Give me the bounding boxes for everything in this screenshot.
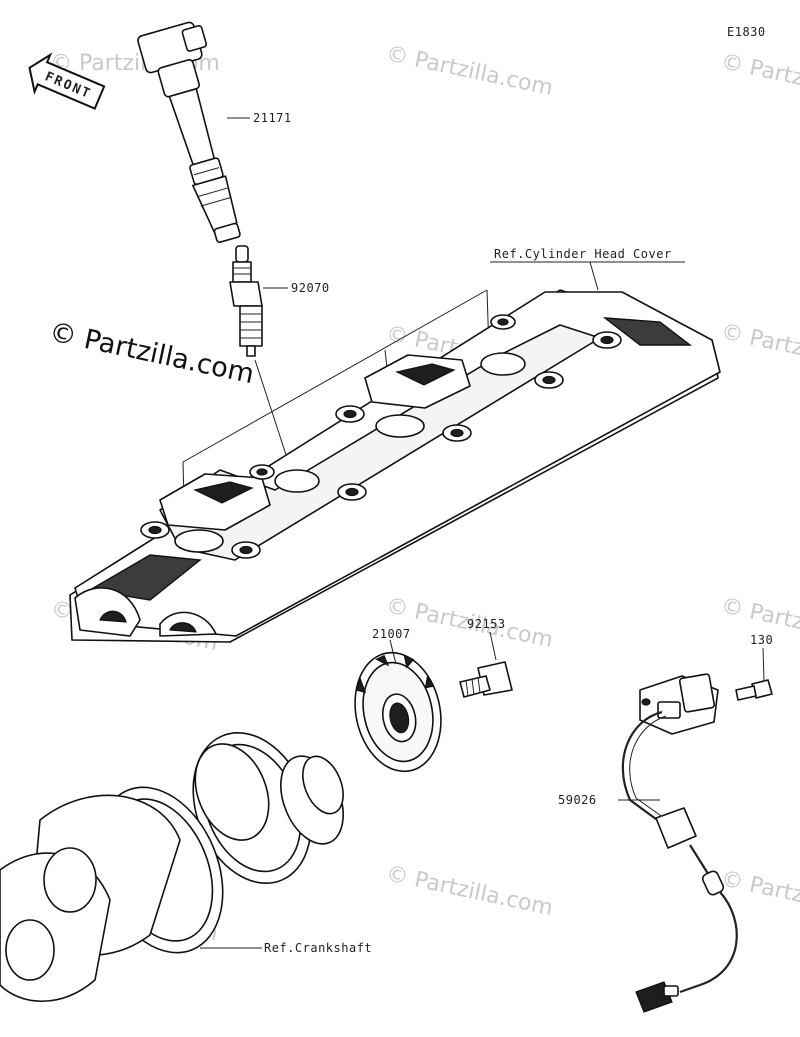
callout-92153: 92153: [467, 617, 506, 631]
callout-crankshaft: Ref.Crankshaft: [264, 941, 372, 955]
watermark-10: © Partzilla.com: [384, 861, 555, 921]
watermark-3: © Partzilla.com: [719, 49, 800, 109]
watermark-5: © Partzilla.com: [719, 319, 800, 379]
cylinder-head-cover[interactable]: [69, 289, 721, 643]
spark-plug[interactable]: [229, 245, 263, 357]
leader-cylinder-head-drop: [589, 261, 599, 291]
rotor-bolt[interactable]: [459, 661, 513, 698]
sensor-bolt[interactable]: [735, 679, 773, 701]
leader-130: [762, 647, 765, 681]
timing-rotor[interactable]: [344, 645, 451, 780]
callout-cylinder-head-cover: Ref.Cylinder Head Cover: [494, 247, 672, 261]
callout-21171: 21171: [253, 111, 292, 125]
callout-130: 130: [750, 633, 773, 647]
crankshaft[interactable]: [0, 715, 355, 1002]
callout-21007: 21007: [372, 627, 411, 641]
callout-59026: 59026: [558, 793, 597, 807]
watermark-11: © Partzilla.com: [719, 866, 800, 926]
ignition-coil[interactable]: [137, 19, 260, 248]
callout-92070: 92070: [291, 281, 330, 295]
diagram-code: E1830: [727, 25, 766, 39]
leader-21007: [389, 639, 397, 665]
watermark-2: © Partzilla.com: [384, 41, 555, 101]
leader-92153: [489, 631, 497, 661]
copyright-text: © Partzilla.com: [47, 317, 257, 391]
crank-sensor[interactable]: [621, 673, 738, 1013]
